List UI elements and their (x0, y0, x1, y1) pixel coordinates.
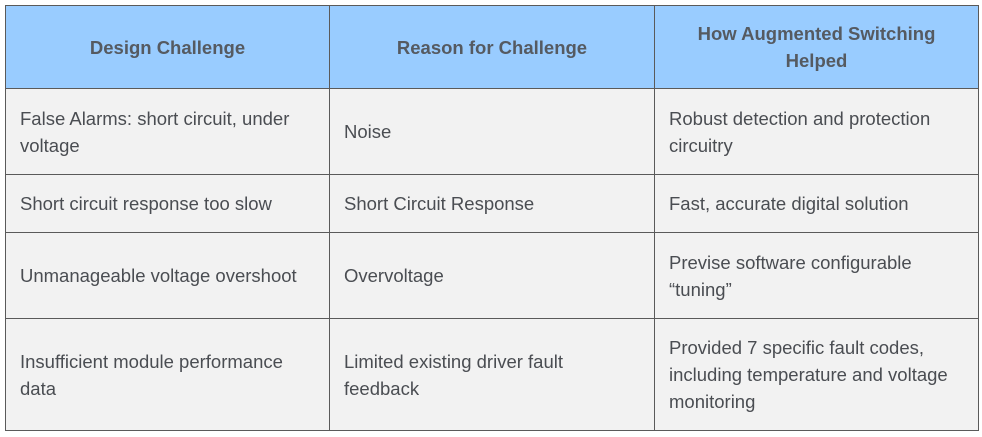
cell-how-helped: Robust detection and protection circuitr… (654, 88, 979, 175)
cell-reason: Short Circuit Response (329, 174, 655, 233)
cell-how-helped: Previse software configurable “tuning” (654, 232, 979, 319)
table-row: Insufficient module performance data Lim… (5, 318, 979, 431)
cell-reason: Noise (329, 88, 655, 175)
cell-reason: Limited existing driver fault feedback (329, 318, 655, 431)
cell-how-helped: Provided 7 specific fault codes, includi… (654, 318, 979, 431)
header-how-augmented-switching-helped: How Augmented Switching Helped (654, 5, 979, 89)
table-row: False Alarms: short circuit, under volta… (5, 88, 979, 175)
table-header-row: Design Challenge Reason for Challenge Ho… (5, 5, 979, 89)
table-row: Unmanageable voltage overshoot Overvolta… (5, 232, 979, 319)
cell-design-challenge: Unmanageable voltage overshoot (5, 232, 330, 319)
header-reason-for-challenge: Reason for Challenge (329, 5, 655, 89)
cell-design-challenge: False Alarms: short circuit, under volta… (5, 88, 330, 175)
table-row: Short circuit response too slow Short Ci… (5, 174, 979, 233)
cell-reason: Overvoltage (329, 232, 655, 319)
header-design-challenge: Design Challenge (5, 5, 330, 89)
cell-design-challenge: Short circuit response too slow (5, 174, 330, 233)
cell-how-helped: Fast, accurate digital solution (654, 174, 979, 233)
cell-design-challenge: Insufficient module performance data (5, 318, 330, 431)
challenges-table: Design Challenge Reason for Challenge Ho… (5, 5, 979, 431)
